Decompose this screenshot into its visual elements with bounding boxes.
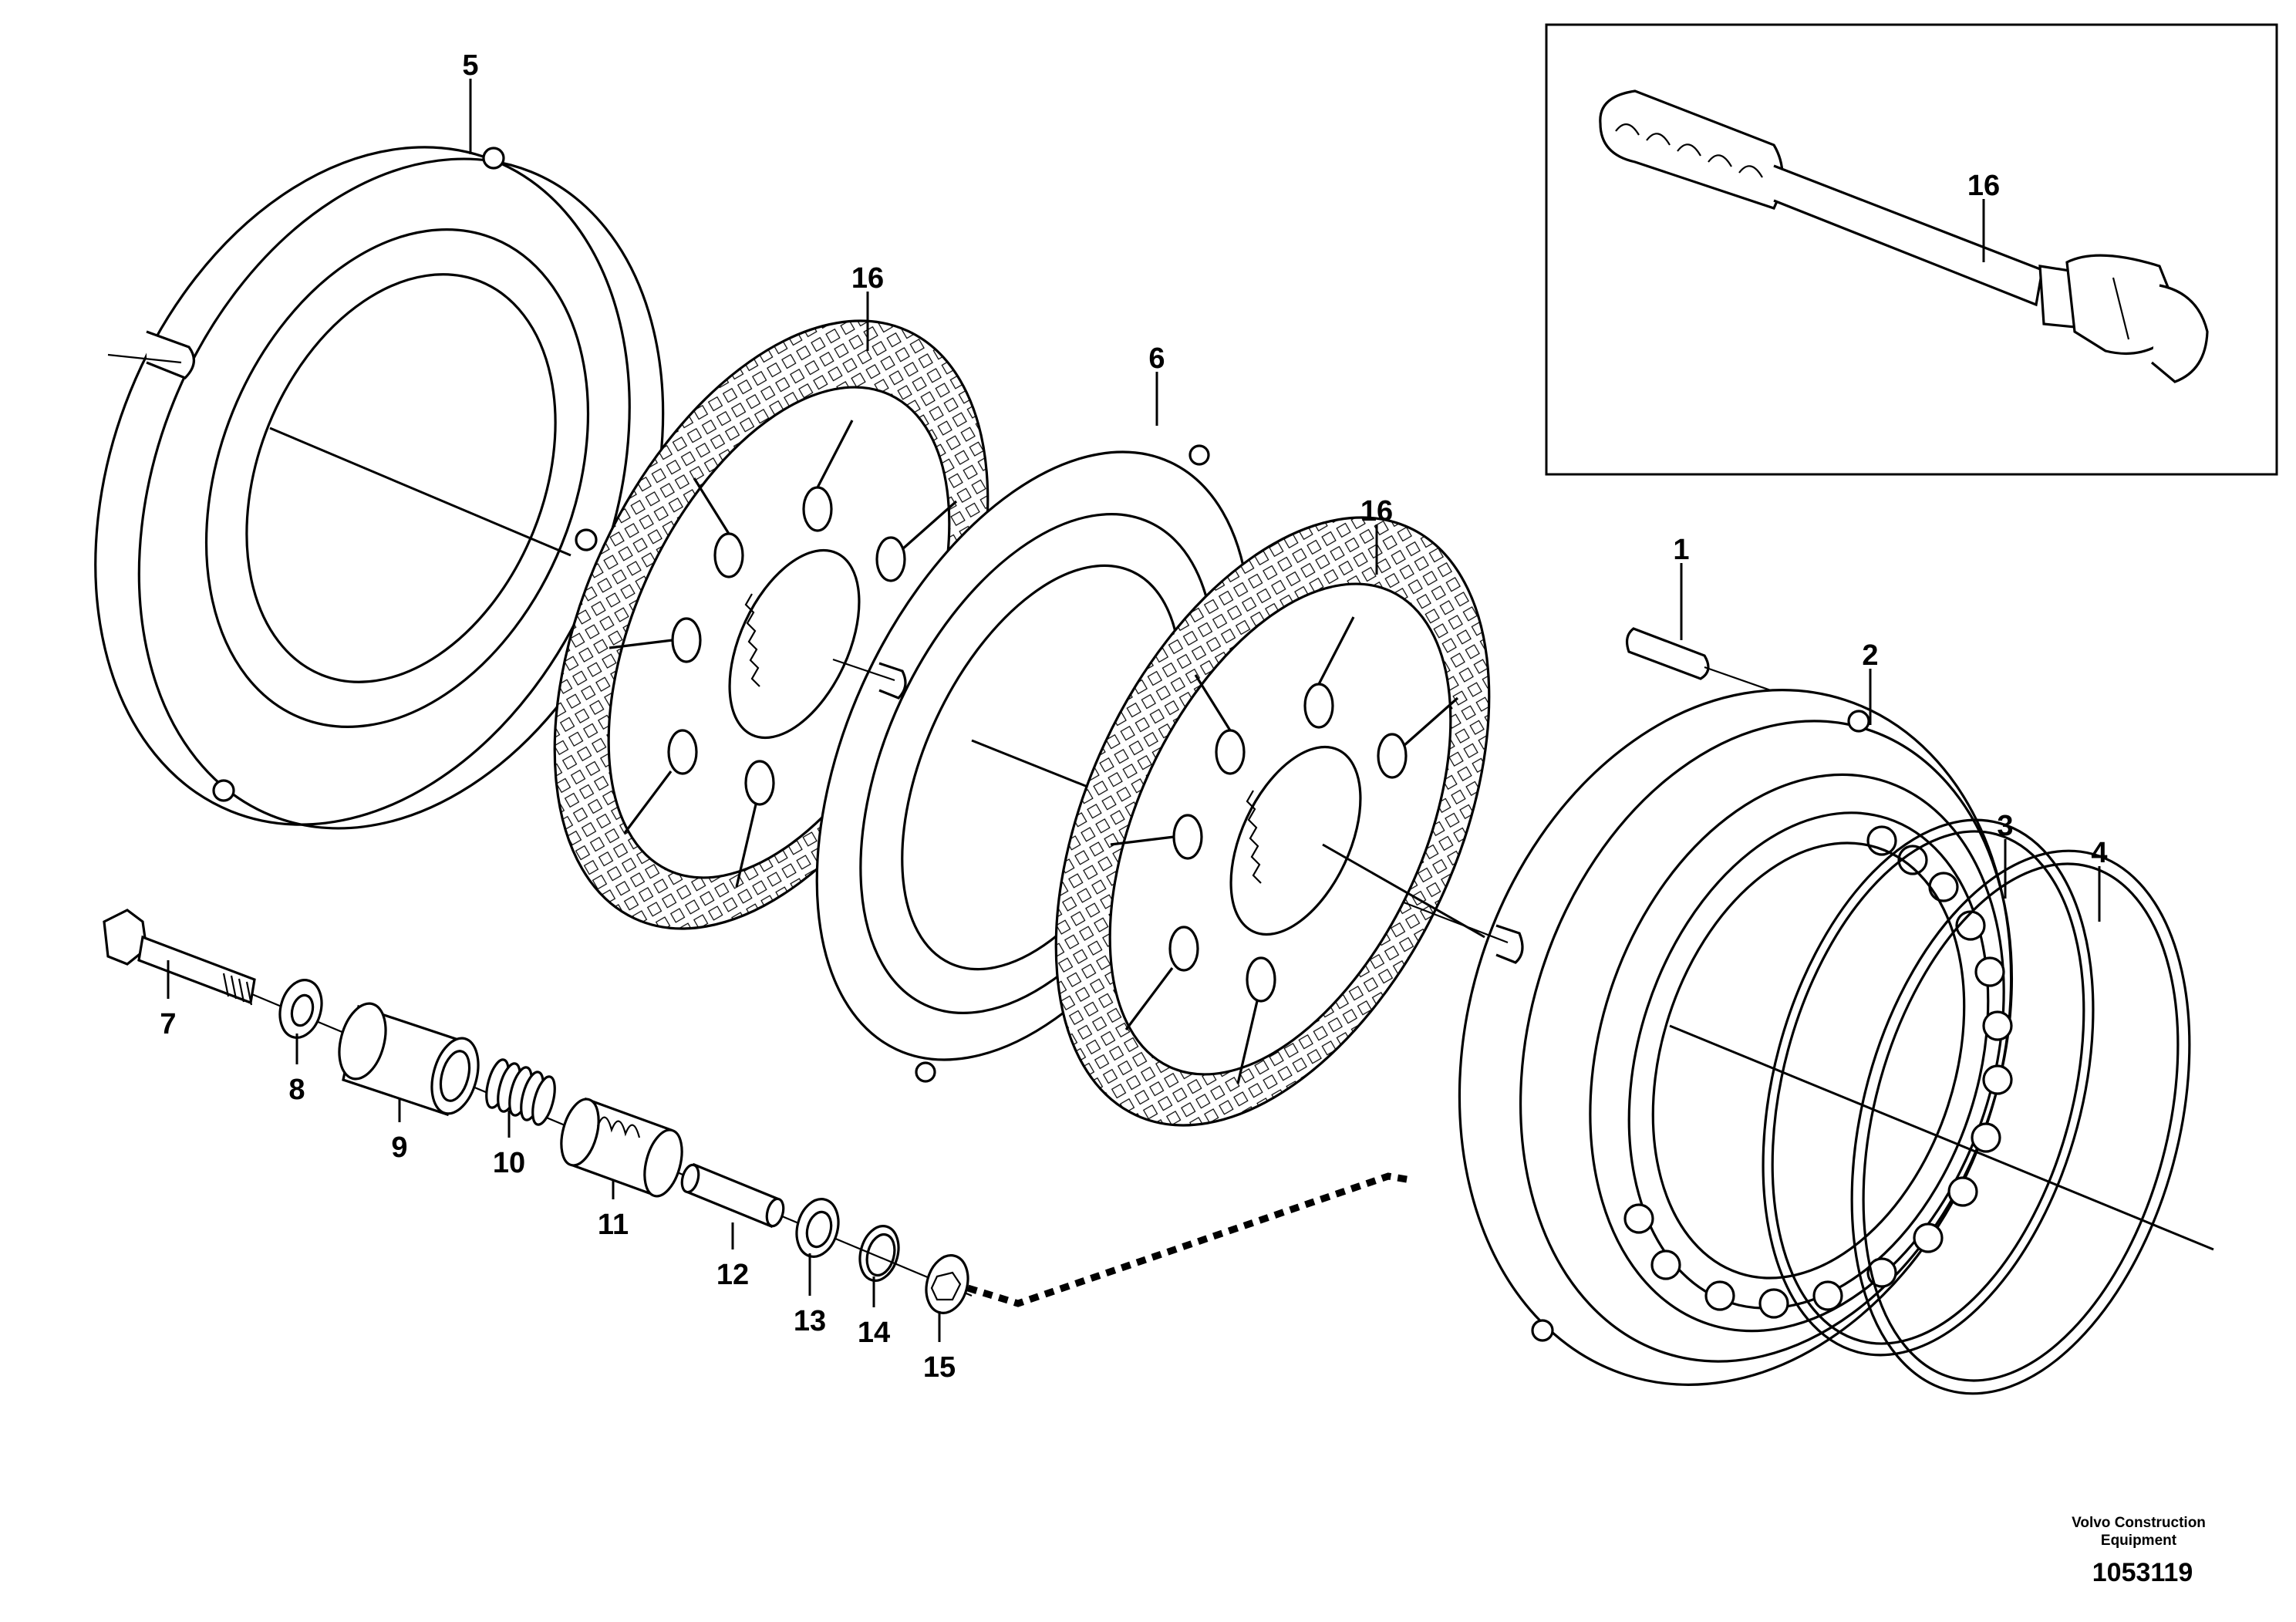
part-4-ring	[1850, 849, 2191, 1395]
callout-12: 12	[716, 1259, 749, 1291]
callout-7: 7	[160, 1008, 176, 1040]
callout-6: 6	[1148, 342, 1165, 375]
callout-3: 3	[1997, 810, 2013, 842]
callout-16-plate1: 16	[851, 262, 884, 295]
callout-13: 13	[794, 1305, 826, 1337]
inset-box: 16	[1545, 23, 2278, 476]
part-7-bolt	[103, 909, 256, 1006]
part-11-cylinder	[560, 1097, 683, 1198]
part-8-washer	[278, 979, 323, 1039]
callout-8: 8	[288, 1074, 305, 1106]
callout-11: 11	[598, 1209, 629, 1241]
install-path-dashed	[966, 1172, 1412, 1307]
part-3-o-ring	[1762, 818, 2095, 1357]
company-line-2: Equipment	[2101, 1533, 2177, 1549]
callout-2: 2	[1862, 639, 1878, 672]
part-14-ring	[858, 1225, 900, 1282]
inset-valve-drawing	[1599, 89, 2209, 383]
company-line-1: Volvo Construction	[2072, 1515, 2206, 1531]
drawing-number: 1053119	[2092, 1558, 2193, 1587]
callout-10: 10	[493, 1147, 525, 1179]
part-10-spring	[485, 1058, 556, 1126]
callout-16-plate2: 16	[1360, 495, 1393, 528]
callout-5: 5	[462, 49, 478, 82]
part-15-nut	[925, 1254, 969, 1314]
callout-9: 9	[391, 1131, 407, 1164]
part-12-rod	[680, 1162, 785, 1229]
callout-15: 15	[923, 1351, 956, 1384]
callout-16-inset: 16	[1967, 170, 2000, 202]
part-2-housing	[1458, 689, 2014, 1386]
part-13-seal	[795, 1198, 840, 1258]
part-1-pin	[1625, 627, 1710, 680]
housing-balls	[1623, 825, 2013, 1319]
callout-1: 1	[1673, 534, 1689, 566]
part-16-friction-disc-2	[1054, 516, 1491, 1127]
part-9-sleeve	[338, 1002, 480, 1117]
callout-4: 4	[2091, 837, 2107, 869]
callout-14: 14	[858, 1317, 890, 1349]
